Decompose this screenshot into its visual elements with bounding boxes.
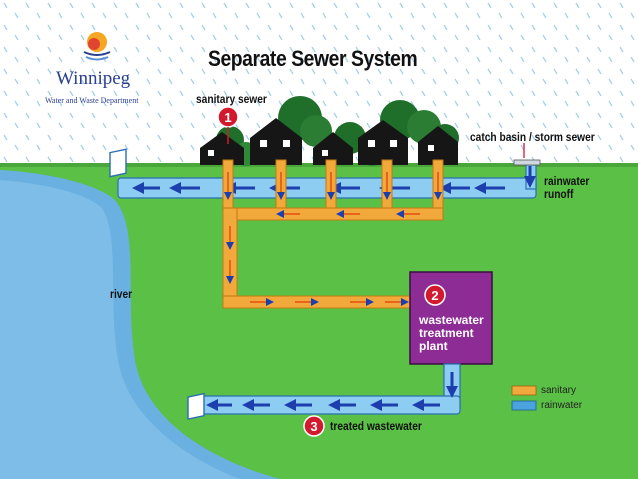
legend-swatch-sanitary bbox=[511, 385, 537, 396]
diagram-title: Separate Sewer System bbox=[208, 46, 418, 71]
marker-3-number: 3 bbox=[310, 419, 317, 434]
house-3 bbox=[313, 132, 353, 165]
marker-2-number: 2 bbox=[431, 288, 438, 303]
catch-basin-label: catch basin / storm sewer bbox=[470, 130, 595, 144]
treated-flow-arrows bbox=[206, 372, 458, 411]
marker-1: 1 bbox=[217, 106, 239, 144]
legend-label-rainwater: rainwater bbox=[541, 400, 583, 411]
treatment-plant-label-line1: wastewater bbox=[419, 313, 484, 327]
house-1 bbox=[200, 132, 244, 165]
marker-1-number: 1 bbox=[224, 110, 231, 125]
house-5 bbox=[418, 126, 458, 165]
rainwater-runoff-label-line2: runoff bbox=[544, 187, 574, 201]
treatment-plant-label-line2: treatment bbox=[419, 326, 474, 340]
treated-outfall bbox=[187, 392, 205, 420]
river-highlight bbox=[0, 180, 240, 479]
catch-basin-grate bbox=[513, 159, 541, 166]
sanitary-sewer-label: sanitary sewer bbox=[196, 92, 267, 106]
house-2 bbox=[250, 118, 302, 165]
sanitary-flow-arrows bbox=[224, 172, 442, 306]
treatment-plant-label: wastewater treatment plant bbox=[419, 314, 484, 353]
legend-swatch-rainwater bbox=[511, 400, 537, 411]
house-windows bbox=[208, 140, 434, 156]
winnipeg-logo-icon bbox=[83, 32, 111, 61]
marker-3: 3 bbox=[303, 415, 325, 437]
logo-name: Winnipeg bbox=[56, 68, 131, 89]
legend-label-sanitary: sanitary bbox=[541, 385, 577, 396]
rainwater-runoff-label-line1: rainwater bbox=[544, 174, 590, 188]
treated-wastewater-label: treated wastewater bbox=[330, 419, 422, 433]
river-label: river bbox=[110, 287, 133, 301]
treatment-plant-label-line3: plant bbox=[419, 339, 448, 353]
houses bbox=[200, 118, 458, 165]
storm-outfall bbox=[109, 148, 127, 178]
wastewater-treatment-plant bbox=[409, 271, 493, 365]
logo-subtitle: Water and Waste Department bbox=[45, 96, 139, 105]
house-4 bbox=[358, 120, 408, 165]
marker-2: 2 bbox=[424, 284, 446, 306]
